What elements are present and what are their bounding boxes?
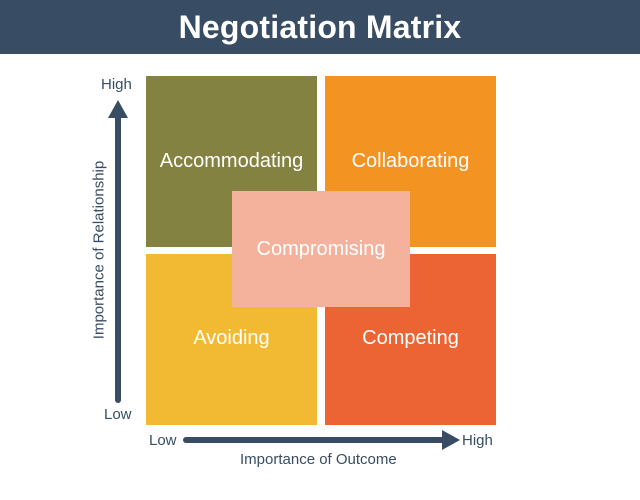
x-axis-low-label: Low [149,432,177,449]
quadrant-avoiding-label: Avoiding [193,327,270,349]
quadrant-competing: Competing [325,254,496,425]
quadrant-collaborating-label: Collaborating [351,150,470,172]
y-axis-title: Importance of Relationship [90,160,108,340]
y-axis-arrowhead-icon [108,100,128,118]
y-axis-low-label: Low [104,406,132,423]
x-axis-high-label: High [462,432,493,449]
page-title: Negotiation Matrix [178,8,462,45]
y-axis-high-label: High [101,76,132,93]
quadrant-competing-label: Competing [362,327,459,349]
quadrant-accommodating: Accommodating [146,76,317,247]
x-axis-title: Importance of Outcome [240,451,397,468]
quadrant-compromising: Compromising [232,191,410,307]
title-bar: Negotiation Matrix [0,0,640,54]
x-axis-arrowhead-icon [442,430,460,450]
quadrant-accommodating-label: Accommodating [159,150,304,172]
quadrant-compromising-label: Compromising [256,237,386,260]
